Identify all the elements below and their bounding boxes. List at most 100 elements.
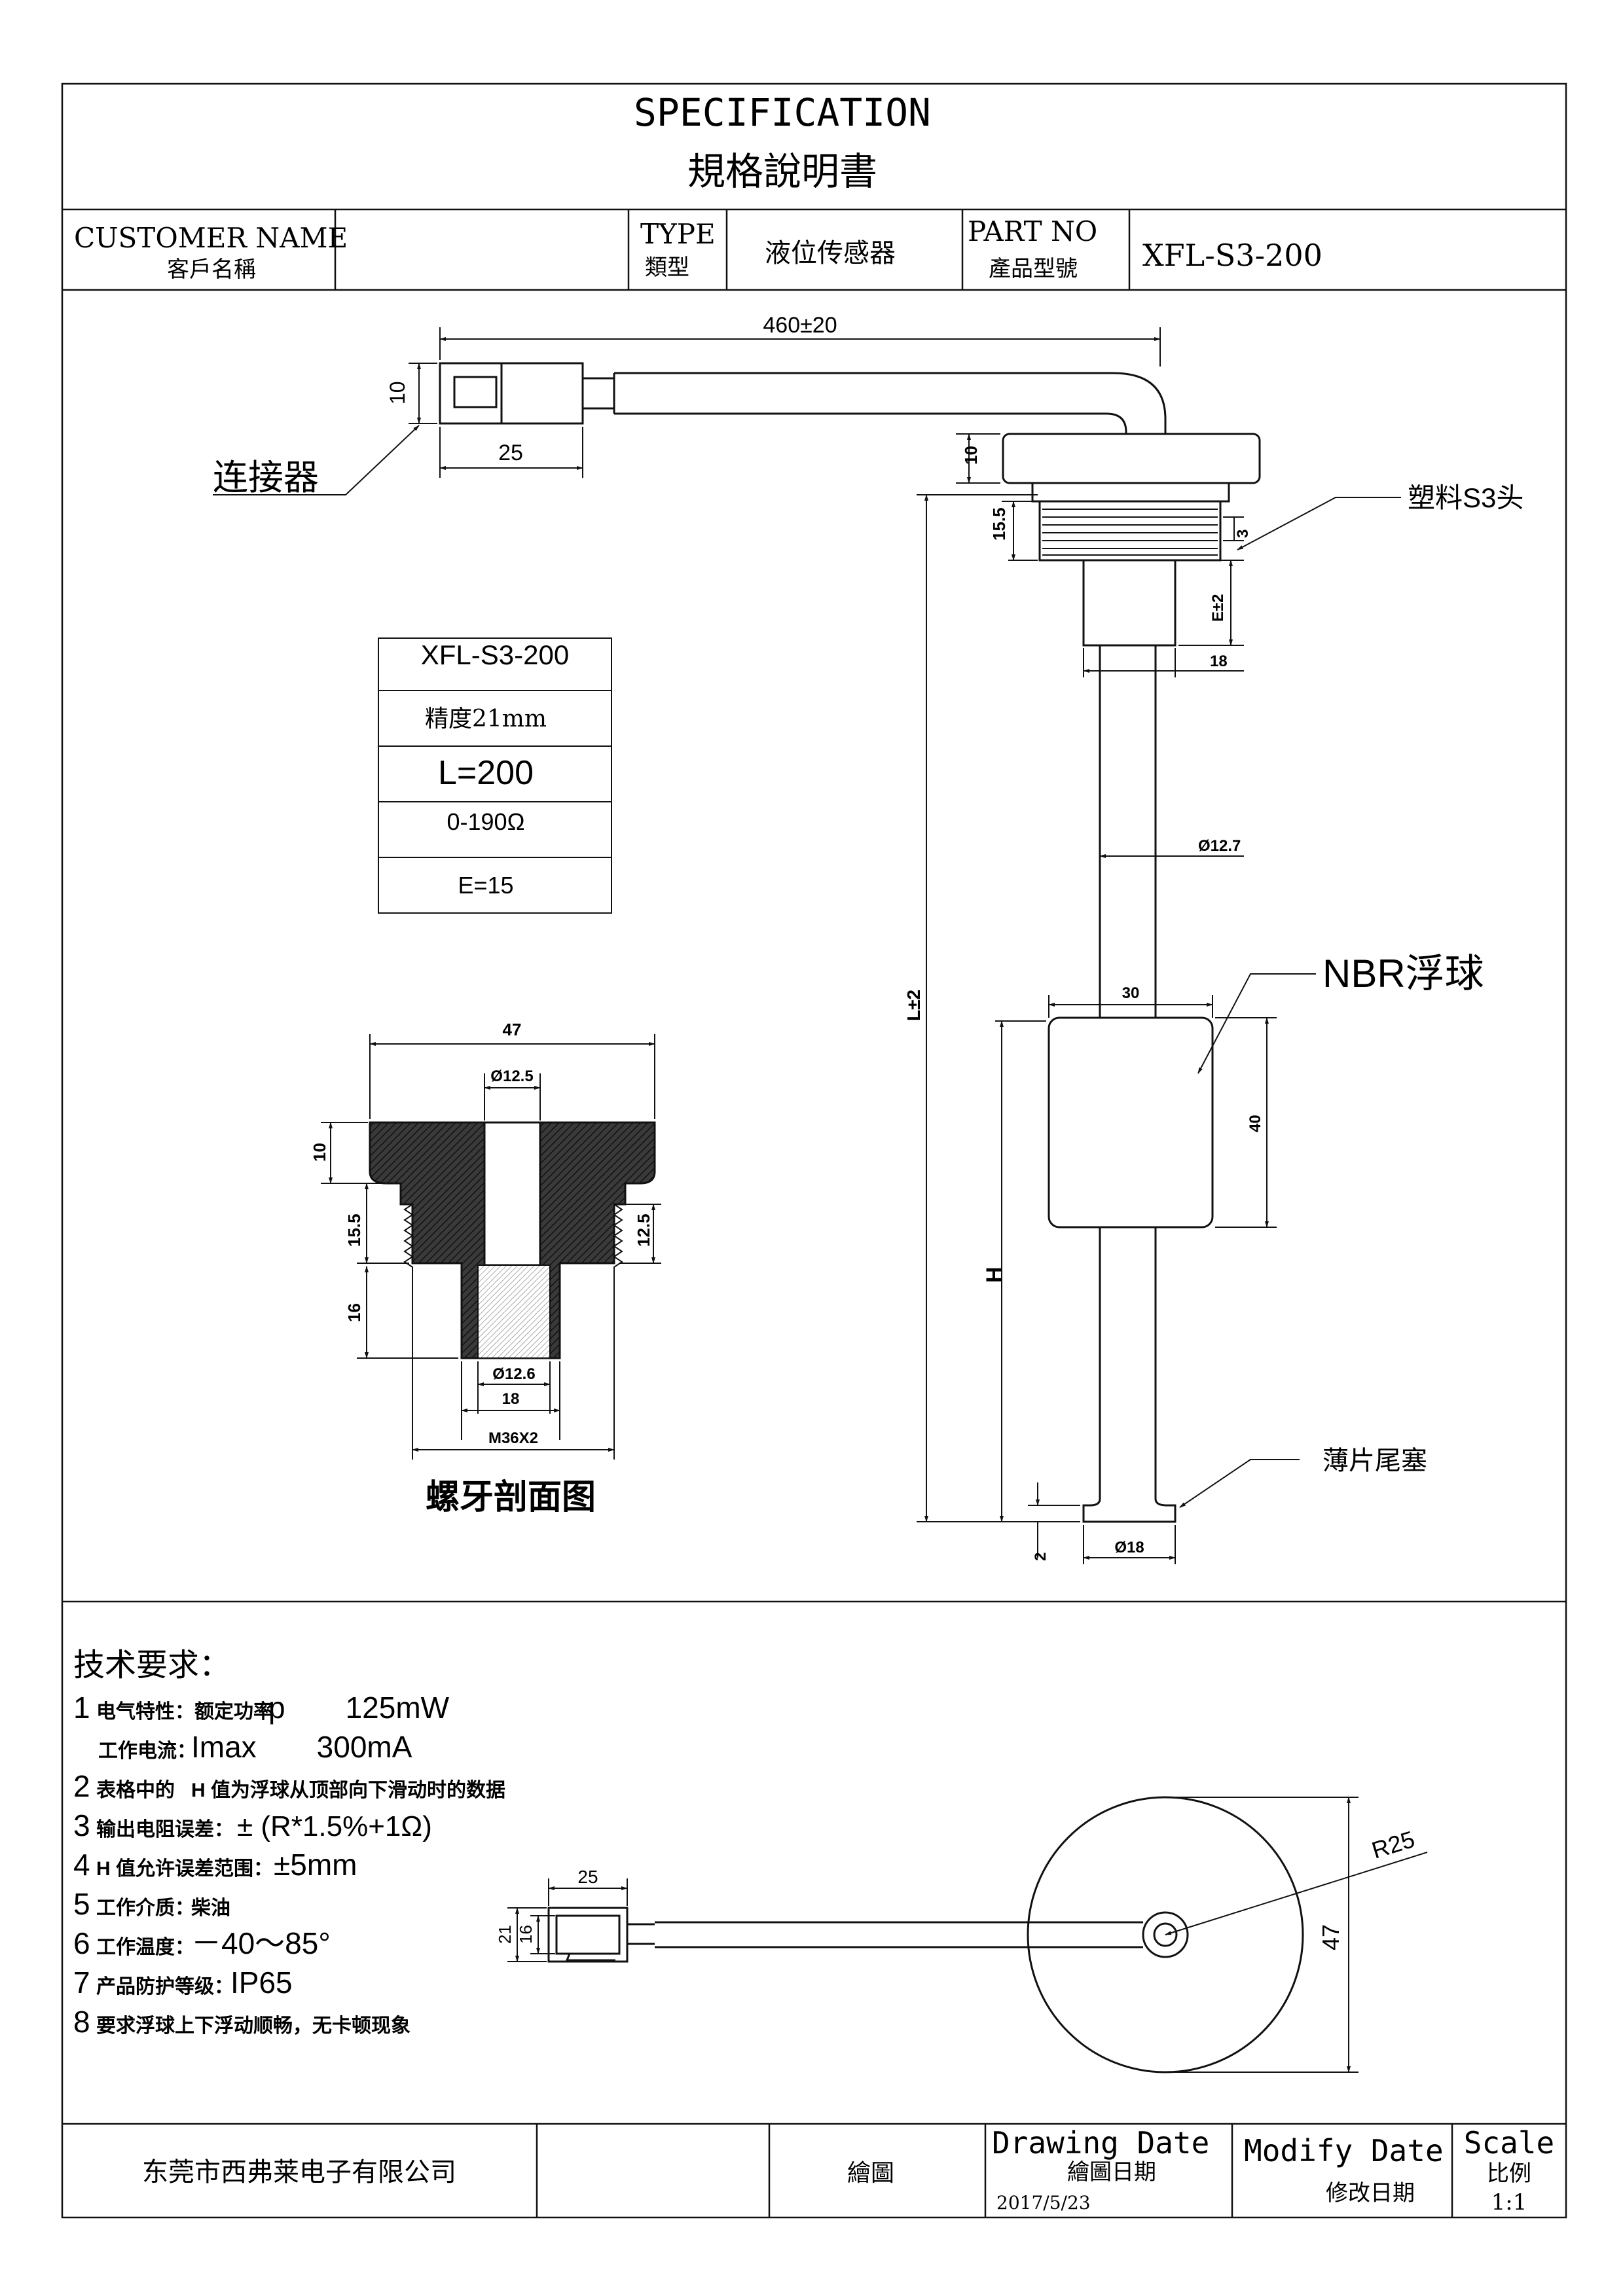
req-7-value: IP65: [230, 1965, 293, 2000]
req-7-label: 产品防护等级：: [96, 1975, 234, 1998]
diameter-dim: [1172, 1797, 1359, 2073]
spec-row-model: XFL-S3-200: [421, 639, 569, 670]
req-4-label: H 值允许误差范围：: [96, 1857, 273, 1880]
type-value: 液位传感器: [765, 238, 896, 268]
neck-dia-dim: [1083, 648, 1244, 677]
float-height-dim: [1215, 1017, 1277, 1228]
h-dim: [995, 1020, 1046, 1522]
spec-row-length: L=200: [438, 754, 534, 792]
req-4-value: ±5mm: [274, 1848, 357, 1882]
footer-drawing-date-value: 2017/5/23: [996, 2192, 1091, 2214]
footer-modify-date-en: Modify Date: [1244, 2133, 1444, 2168]
l-dim: [917, 494, 1080, 1522]
type-label-zh: 類型: [645, 255, 689, 281]
req-1b-label: 工作电流：: [98, 1740, 196, 1762]
neck-dia-label: 18: [1210, 653, 1228, 670]
req-1-label: 电气特性：额定功率: [96, 1700, 273, 1723]
head-height-label: 10: [961, 446, 981, 465]
top-connector-dims: [507, 1878, 628, 1962]
spec-row-accuracy: 精度21mm: [425, 706, 547, 732]
type-label-en: TYPE: [640, 218, 716, 250]
section-thread-label: 15.5: [344, 1213, 364, 1247]
footer-company: 东莞市西弗莱电子有限公司: [142, 2157, 456, 2187]
rod: [1082, 645, 1176, 1523]
top-connector-inner-label: 16: [516, 1925, 536, 1944]
footer-drawn-label: 繪圖: [847, 2160, 894, 2187]
connector-width-label: 25: [498, 440, 523, 465]
req-8-label: 要求浮球上下浮动顺畅，无卡顿现象: [96, 2015, 410, 2037]
float-height-label: 40: [1247, 1115, 1264, 1132]
float-label: NBR浮球: [1322, 952, 1484, 996]
sensor-head: [1002, 433, 1261, 647]
head-height-dim: [956, 433, 1038, 561]
h-dim-label: H: [982, 1266, 1007, 1283]
req-4-num: 4: [73, 1848, 90, 1882]
l-dim-label: L±2: [903, 990, 924, 1021]
requirements-list: 1 电气特性：额定功率 p 125mW 工作电流： Imax 300mA 2 表…: [73, 1691, 505, 2039]
req-3-label: 输出电阻误差：: [96, 1819, 234, 1840]
connector-label: 连接器: [213, 457, 319, 498]
req-1-num: 1: [73, 1691, 90, 1725]
top-view: [547, 1796, 1304, 2073]
float: [1048, 1016, 1214, 1229]
req-5-label: 工作介质：: [96, 1897, 194, 1919]
req-2-label: 表格中的: [96, 1780, 175, 1801]
e-dim: [1178, 560, 1244, 646]
part-label-en: PART NO: [968, 215, 1097, 247]
section-view: [369, 1121, 656, 1359]
section-dims: [321, 1034, 661, 1460]
plug-thickness-dim: [1028, 1482, 1176, 1564]
section-stem-bore-label: Ø12.6: [492, 1365, 535, 1383]
footer-scale-value: 1:1: [1491, 2189, 1527, 2215]
req-6-num: 6: [73, 1926, 90, 1960]
req-2-value: H 值为浮球从顶部向下滑动时的数据: [191, 1779, 505, 1801]
thread-pitch-label: 3: [1234, 529, 1252, 538]
thread-height-label: 15.5: [989, 507, 1009, 541]
diameter-label: 47: [1317, 1924, 1344, 1950]
section-thread-spec-label: M36X2: [488, 1429, 538, 1447]
overall-length-dim: [439, 327, 1161, 367]
connector-width-dim: [439, 427, 583, 478]
section-top-label: 10: [310, 1143, 329, 1162]
req-8-num: 8: [73, 2005, 90, 2039]
cable: [613, 372, 1167, 435]
section-stem-dia-label: 18: [502, 1390, 520, 1408]
connector-height-dim: [409, 363, 437, 424]
plug-thickness-label: 2: [1032, 1552, 1049, 1561]
rod-dia-label: Ø12.7: [1198, 837, 1241, 855]
section-stem-label: 16: [344, 1303, 364, 1322]
req-6-label: 工作温度：: [96, 1937, 194, 1958]
customer-label-en: CUSTOMER NAME: [74, 222, 348, 254]
spec-row-e: E=15: [458, 872, 513, 899]
req-5-value: 柴油: [191, 1897, 230, 1919]
plug-leader: [1179, 1459, 1300, 1508]
req-2-num: 2: [73, 1769, 90, 1803]
section-caption: 螺牙剖面图: [426, 1479, 596, 1516]
requirements-heading: 技术要求：: [73, 1647, 230, 1683]
spec-table: [378, 637, 612, 914]
float-width-label: 30: [1122, 984, 1140, 1002]
head-thread: [1042, 509, 1218, 556]
req-6-value: －40～85°: [191, 1926, 331, 1960]
footer-drawing-date-en: Drawing Date: [992, 2125, 1209, 2161]
title-en: SPECIFICATION: [634, 90, 931, 135]
float-leader: [1197, 973, 1316, 1074]
footer-scale-en: Scale: [1464, 2125, 1554, 2161]
head-label: 塑料S3头: [1408, 482, 1523, 513]
head-leader: [1237, 497, 1401, 550]
plug-dia-label: Ø18: [1114, 1539, 1144, 1556]
req-5-num: 5: [73, 1887, 90, 1921]
title-zh: 規格說明書: [687, 149, 877, 194]
section-thread-right-label: 12.5: [634, 1213, 653, 1247]
part-value: XFL-S3-200: [1142, 238, 1322, 273]
connector-height-label: 10: [386, 381, 409, 404]
radius-dim: [1165, 1852, 1428, 1935]
footer-scale-zh: 比例: [1487, 2161, 1531, 2187]
float-width-dim: [1048, 995, 1213, 1018]
top-connector-outer-label: 21: [495, 1925, 515, 1944]
footer-drawing-date-zh: 繪圖日期: [1067, 2159, 1156, 2185]
req-1b-value: Imax 300mA: [191, 1730, 412, 1764]
plug-label: 薄片尾塞: [1322, 1446, 1427, 1475]
section-bore-label: Ø12.5: [490, 1067, 533, 1085]
